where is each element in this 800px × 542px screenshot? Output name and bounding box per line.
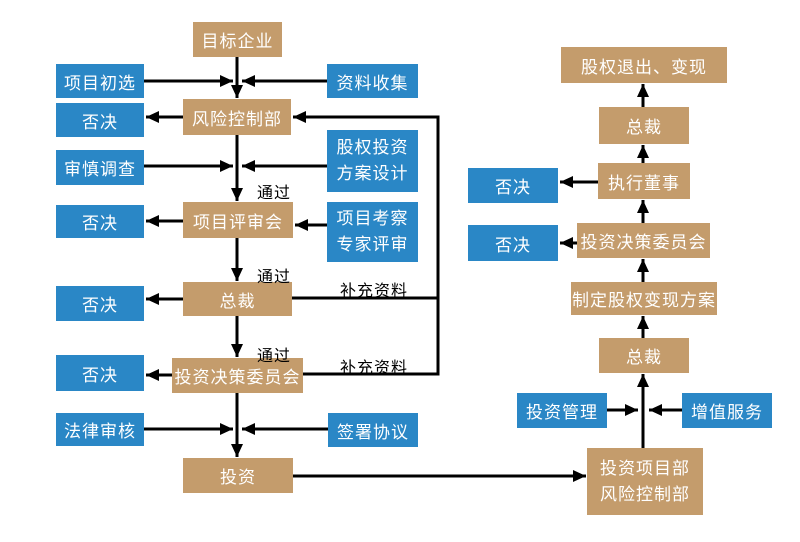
node-investment-decision-committee-left: 投资决策委员会 <box>172 358 303 393</box>
node-investment-decision-committee-right: 投资决策委员会 <box>577 223 710 258</box>
node-investment-management: 投资管理 <box>517 393 607 428</box>
label-supplement-1: 补充资料 <box>340 281 409 300</box>
node-equity-exit: 股权退出、变现 <box>561 47 727 83</box>
node-veto-risk-control: 否决 <box>56 103 144 137</box>
arrow-committee-supplement-to-riskcontrol <box>293 111 440 376</box>
node-veto-executive-director: 否决 <box>468 168 558 203</box>
flow-connectors <box>144 57 682 482</box>
node-president-right-bottom: 总裁 <box>599 338 689 373</box>
label-supplement-2: 补充资料 <box>340 358 409 377</box>
node-due-diligence: 审慎调查 <box>56 150 144 185</box>
node-expert-review-line1: 项目考察 <box>336 209 409 229</box>
node-equity-plan-design: 股权投资 方案设计 <box>327 130 418 192</box>
label-pass-3: 通过 <box>257 346 292 365</box>
node-sign-agreement: 签署协议 <box>328 413 418 447</box>
node-legal-review: 法律审核 <box>56 413 144 446</box>
node-president-right-top: 总裁 <box>599 107 689 144</box>
node-investment-project-dept: 投资项目部 风险控制部 <box>587 448 703 515</box>
node-project-review-meeting: 项目评审会 <box>183 202 293 238</box>
node-equity-plan-design-line2: 方案设计 <box>336 164 409 184</box>
node-expert-review: 项目考察 专家评审 <box>327 202 418 262</box>
node-equity-plan-design-line1: 股权投资 <box>336 138 409 158</box>
node-investment-project-dept-line2: 风险控制部 <box>600 484 690 505</box>
node-veto-president: 否决 <box>56 286 144 321</box>
node-data-collection: 资料收集 <box>327 64 418 98</box>
node-investment: 投资 <box>183 458 293 493</box>
node-veto-committee: 否决 <box>56 355 144 391</box>
node-veto-project-review: 否决 <box>56 205 144 238</box>
node-investment-project-dept-line1: 投资项目部 <box>600 458 690 479</box>
node-project-initial-selection: 项目初选 <box>56 64 144 98</box>
node-risk-control-dept: 风险控制部 <box>183 99 291 135</box>
label-pass-2: 通过 <box>257 267 292 286</box>
node-veto-committee-right: 否决 <box>468 225 558 261</box>
node-president-left: 总裁 <box>183 282 292 316</box>
node-target-enterprise: 目标企业 <box>193 22 282 57</box>
label-pass-1: 通过 <box>257 183 292 202</box>
node-realization-plan: 制定股权变现方案 <box>571 282 717 315</box>
node-expert-review-line2: 专家评审 <box>336 235 409 255</box>
node-value-added-services: 增值服务 <box>682 393 772 428</box>
node-executive-director: 执行董事 <box>598 163 690 199</box>
